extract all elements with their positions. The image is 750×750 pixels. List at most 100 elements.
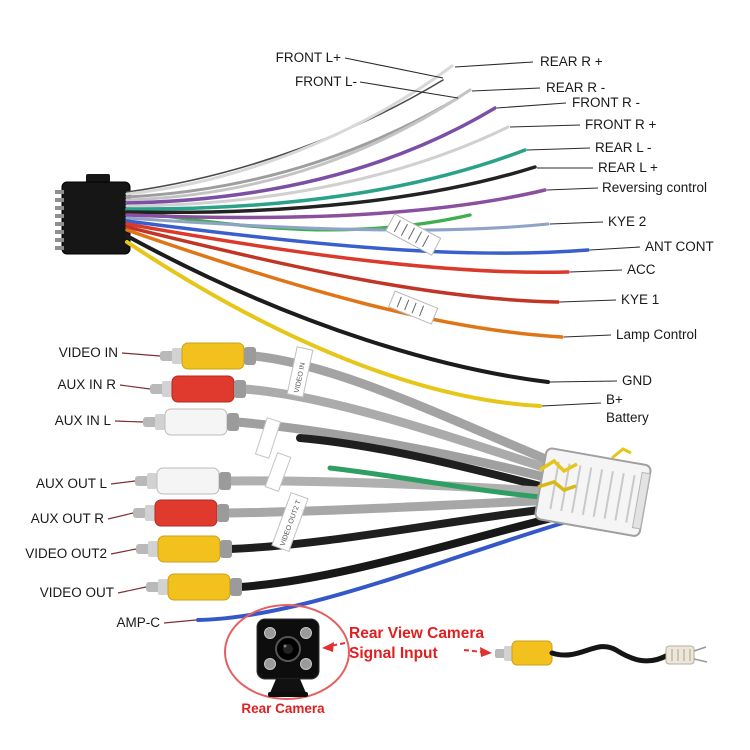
cable-aux-in-r xyxy=(239,384,563,477)
label-aux-out-r: AUX OUT R xyxy=(31,511,105,526)
label-front-r-minus: FRONT R - xyxy=(572,95,640,110)
label-rear-l-plus: REAR L + xyxy=(598,160,658,175)
label-lamp-control: Lamp Control xyxy=(616,327,697,342)
leader-front-l-plus xyxy=(344,57,444,79)
camera-bracket xyxy=(270,679,306,693)
label-aux-in-r: AUX IN R xyxy=(57,377,116,392)
wire-b-plus xyxy=(125,240,542,408)
label-rear-l-minus: REAR L - xyxy=(595,140,652,155)
wire-front-r-plus xyxy=(125,125,510,208)
wire-gnd xyxy=(125,234,550,384)
leader-video-in xyxy=(121,352,161,357)
wire-ant-cont xyxy=(125,219,590,255)
rca-aux-out-l xyxy=(135,467,231,495)
label-ant-cont: ANT CONT xyxy=(645,239,714,254)
wire-kye2 xyxy=(125,216,550,232)
wire-lamp-control xyxy=(125,228,564,339)
rca-aux-in-r xyxy=(150,375,246,403)
rca-video-out2 xyxy=(136,535,232,563)
wire-wrap-tag-2 xyxy=(388,290,439,325)
camera-cable-end-leads xyxy=(693,646,708,663)
note-line1: Rear View Camera xyxy=(349,625,484,642)
label-front-r-plus: FRONT R + xyxy=(585,117,656,132)
camera-highlight-ellipse xyxy=(224,604,350,700)
arrow-to-plug-head xyxy=(480,647,492,657)
leader-acc xyxy=(569,269,623,273)
camera-caption: Rear Camera xyxy=(241,701,325,716)
leader-kye2 xyxy=(549,221,604,225)
label-gnd: GND xyxy=(622,373,652,388)
wire-front-l-plus xyxy=(126,79,444,193)
top-left-labels: FRONT L+ FRONT L- xyxy=(276,50,459,99)
leader-reversing-control xyxy=(546,187,599,191)
camera-rca-ring xyxy=(504,646,513,661)
note-line2: Signal Input xyxy=(349,645,438,662)
cable-video-in xyxy=(249,351,565,470)
leader-front-l-minus xyxy=(359,81,459,99)
label-front-l-minus: FRONT L- xyxy=(295,74,357,89)
label-rear-r-minus: REAR R - xyxy=(546,80,605,95)
label-battery: Battery xyxy=(606,410,649,425)
leader-gnd xyxy=(549,380,618,383)
camera-signal-cable xyxy=(495,640,708,666)
wire-rear-r-minus xyxy=(125,88,472,202)
iso-connector xyxy=(55,174,131,255)
connector-loose-wires xyxy=(537,447,632,492)
cable-video-out2 xyxy=(226,504,560,553)
leader-amp-c xyxy=(163,619,197,624)
rca-plugs xyxy=(133,342,256,601)
rca-video-out xyxy=(146,573,242,601)
leader-kye1 xyxy=(559,299,617,303)
label-kye2: KYE 2 xyxy=(608,214,646,229)
wire-acc xyxy=(125,222,570,275)
label-aux-out-l: AUX OUT L xyxy=(36,476,108,491)
cable-tag-video-in: VIDEO IN xyxy=(286,346,314,398)
leader-rear-r-minus xyxy=(471,87,541,92)
wire-wrap-tag-1 xyxy=(385,213,442,256)
rca-cables xyxy=(196,351,568,622)
label-acc: ACC xyxy=(627,262,656,277)
right-labels: REAR R + REAR R - FRONT R - FRONT R + RE… xyxy=(454,54,714,425)
camera-cable-end-pins xyxy=(671,649,691,661)
label-kye1: KYE 1 xyxy=(621,292,659,307)
iso-connector-body xyxy=(61,181,131,255)
leader-b-plus xyxy=(541,402,602,407)
rca-aux-in-l xyxy=(143,408,239,436)
leader-aux-in-l xyxy=(114,420,144,423)
camera-cable-end-connector xyxy=(665,645,695,665)
label-video-out: VIDEO OUT xyxy=(40,585,114,600)
cable-tag-blank-1 xyxy=(254,417,282,459)
cable-video-out xyxy=(236,512,564,591)
signal-input-note: Rear View Camera Signal Input xyxy=(322,625,492,662)
cable-tag-blank-2 xyxy=(264,452,292,492)
label-video-out2: VIDEO OUT2 xyxy=(25,546,107,561)
leader-ant-cont xyxy=(589,246,641,251)
leader-front-r-plus xyxy=(509,124,581,128)
leader-video-out2 xyxy=(110,548,137,555)
camera-lens-glint xyxy=(283,644,287,648)
mid-left-labels: VIDEO IN AUX IN R AUX IN L AUX OUT L AUX… xyxy=(25,345,197,630)
rca-aux-out-r xyxy=(133,499,229,527)
wire-reversing-control xyxy=(125,188,547,220)
rca-video-in xyxy=(160,342,256,370)
label-amp-c: AMP-C xyxy=(117,615,161,630)
arrow-to-camera-head xyxy=(322,642,334,652)
camera-leds xyxy=(264,627,312,670)
leader-rear-r-plus xyxy=(454,61,534,68)
wire-rear-l-minus xyxy=(125,148,527,211)
leader-aux-out-l xyxy=(110,480,136,485)
label-front-l-plus: FRONT L+ xyxy=(276,50,342,65)
wire-kye1 xyxy=(125,225,560,304)
wire-rear-r-plus xyxy=(125,64,454,196)
label-reversing-control: Reversing control xyxy=(602,180,707,195)
leader-rear-l-minus xyxy=(526,147,591,151)
label-video-in: VIDEO IN xyxy=(59,345,118,360)
leader-lamp-control xyxy=(563,334,612,338)
wire-rear-l-plus xyxy=(125,165,537,215)
label-aux-in-l: AUX IN L xyxy=(55,413,112,428)
camera-bracket-base xyxy=(268,692,308,697)
iso-connector-pins xyxy=(55,190,64,250)
camera-cable xyxy=(549,644,671,664)
cable-amp-c xyxy=(196,520,568,622)
